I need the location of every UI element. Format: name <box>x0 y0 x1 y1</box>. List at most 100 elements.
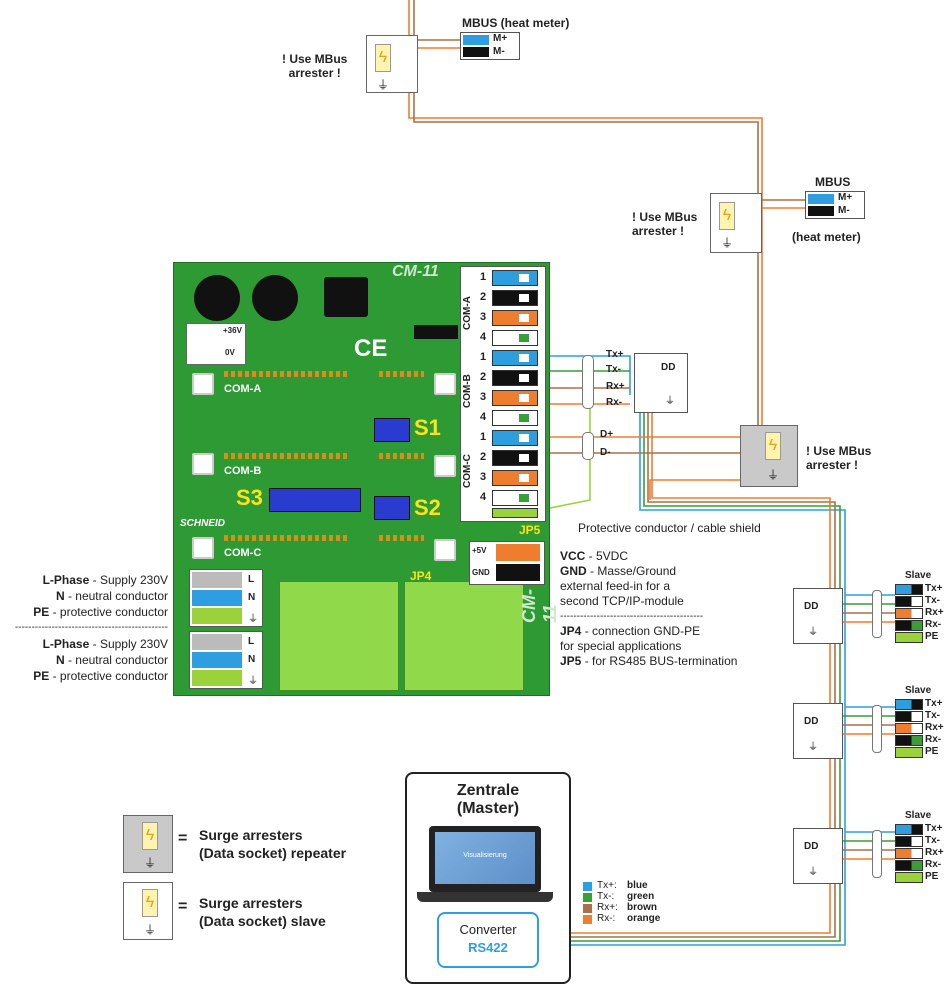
label-0v: 0V <box>225 348 235 357</box>
board-title: CM-11 <box>392 263 439 280</box>
power-sep: ----------------------------------------… <box>14 622 168 633</box>
dip-switch-s1[interactable] <box>374 418 410 442</box>
dip-switch-s3[interactable] <box>269 488 361 512</box>
mbus-top-meter: M+ M- <box>460 32 520 60</box>
wire-color-name: green <box>627 891 655 902</box>
dd-label: DD <box>661 362 676 373</box>
l-phase-text-2: - Supply 230V <box>89 637 168 651</box>
mbus-right-mplus: M+ <box>838 192 853 203</box>
slave-row-label: Tx- <box>925 710 940 721</box>
terminal-n: N <box>248 592 256 603</box>
slave-shield-ferrule <box>872 705 882 753</box>
wire-color-swatch <box>583 915 592 924</box>
power-terminal-1: L N ⏚ <box>189 569 263 627</box>
port-number: 1 <box>480 431 487 443</box>
com-a-header <box>224 371 349 377</box>
master-subtitle: (Master) <box>456 800 520 817</box>
terminal-l: L <box>248 636 255 647</box>
slave-title: Slave <box>905 685 932 696</box>
bus-dm: D- <box>600 447 611 458</box>
port-terminal <box>492 330 538 346</box>
l-phase-label-2: L-Phase <box>42 637 90 651</box>
wire-color-swatch <box>583 893 592 902</box>
repeater-arrester: ϟ ⏚ <box>740 425 798 487</box>
port-terminal <box>492 430 538 446</box>
slave-row-label: PE <box>925 746 939 757</box>
port-terminal <box>492 290 538 306</box>
ground-icon: ⏚ <box>144 923 157 937</box>
slave-row-label: PE <box>925 871 939 882</box>
supply-36v-terminal: +36V 0V <box>186 323 246 365</box>
port-number: 1 <box>480 351 487 363</box>
master-title: Zentrale <box>456 782 520 799</box>
slave-row-label: Tx- <box>925 835 940 846</box>
slave-terminal-row <box>895 747 923 758</box>
slave-terminal-row <box>895 723 923 734</box>
relay-right <box>404 581 524 691</box>
capacitor <box>252 275 298 321</box>
slave-title: Slave <box>905 570 932 581</box>
legend-slave-text: Surge arresters (Data socket) slave <box>199 895 326 929</box>
slave-shield-ferrule <box>872 830 882 878</box>
mbus-right-subtitle: (heat meter) <box>792 230 861 244</box>
wire-color-swatch <box>583 904 592 913</box>
port-number: 4 <box>480 491 487 503</box>
slave-row-label: Tx+ <box>925 698 943 709</box>
port-terminal <box>492 410 538 426</box>
slave-dd-label: DD <box>804 601 819 612</box>
port-number: 2 <box>480 291 487 303</box>
ce-mark: CE <box>354 335 388 362</box>
port-terminal <box>492 310 538 326</box>
screen-label: Visualisierung <box>463 852 507 859</box>
slave-row-label: Rx+ <box>925 847 944 858</box>
com-c-label: COM-C <box>224 547 262 559</box>
legend-equals-2: = <box>178 898 188 915</box>
n-label: N <box>55 589 65 603</box>
note-line3: external feed-in for a <box>560 579 671 593</box>
port-number: 3 <box>480 311 487 323</box>
wire-code: Tx+: <box>597 880 617 891</box>
slave-terminal-row <box>895 711 923 722</box>
slave-terminal-row <box>895 836 923 847</box>
mbus-right-arrester-note: ! Use MBus arrester ! <box>632 210 698 238</box>
slave-shield-ferrule <box>872 590 882 638</box>
slave-row-label: PE <box>925 631 939 642</box>
shield-note: Protective conductor / cable shield <box>578 521 761 535</box>
bus-rxp: Rx+ <box>606 381 625 392</box>
slave-row-label: Rx- <box>925 734 942 745</box>
port-terminal <box>492 350 538 366</box>
port-terminal <box>492 390 538 406</box>
wire-code: Rx+: <box>597 902 618 913</box>
header-row <box>379 453 424 459</box>
jp4-note-text: - connection GND-PE <box>581 624 701 638</box>
com-a-label: COM-A <box>224 383 262 395</box>
mbus-top-arrester-note: ! Use MBus arrester ! <box>282 52 348 80</box>
com-b-wires <box>540 355 846 946</box>
power-terminal-2: L N ⏚ <box>189 631 263 689</box>
slave-row-label: Tx+ <box>925 583 943 594</box>
ground-icon: ⏚ <box>721 236 734 250</box>
slave-dd-label: DD <box>804 841 819 852</box>
dip-switch-s2[interactable] <box>374 496 410 520</box>
header-row <box>379 535 424 541</box>
label-36v: +36V <box>223 326 242 335</box>
laptop-screen: Visualisierung <box>435 832 535 884</box>
slave-row-label: Tx+ <box>925 823 943 834</box>
ground-icon: ⏚ <box>808 867 818 878</box>
l-phase-text: - Supply 230V <box>89 573 168 587</box>
slave-terminal-row <box>895 632 923 643</box>
laptop-base <box>417 892 553 902</box>
com-a-strip-label: COM-A <box>462 296 473 330</box>
wire-color-name: blue <box>627 880 648 891</box>
wire-color-name: orange <box>627 913 661 924</box>
mbus-arrester-right: ϟ ⏚ <box>710 193 762 253</box>
lightning-icon: ϟ <box>375 44 391 72</box>
ground-icon: ⏚ <box>808 742 818 753</box>
vcc-gnd-terminal: +5V GND <box>469 541 545 585</box>
port-number: 3 <box>480 471 487 483</box>
port-number: 2 <box>480 451 487 463</box>
port-terminal <box>492 450 538 466</box>
note-sep: ----------------------------------------… <box>560 611 704 622</box>
